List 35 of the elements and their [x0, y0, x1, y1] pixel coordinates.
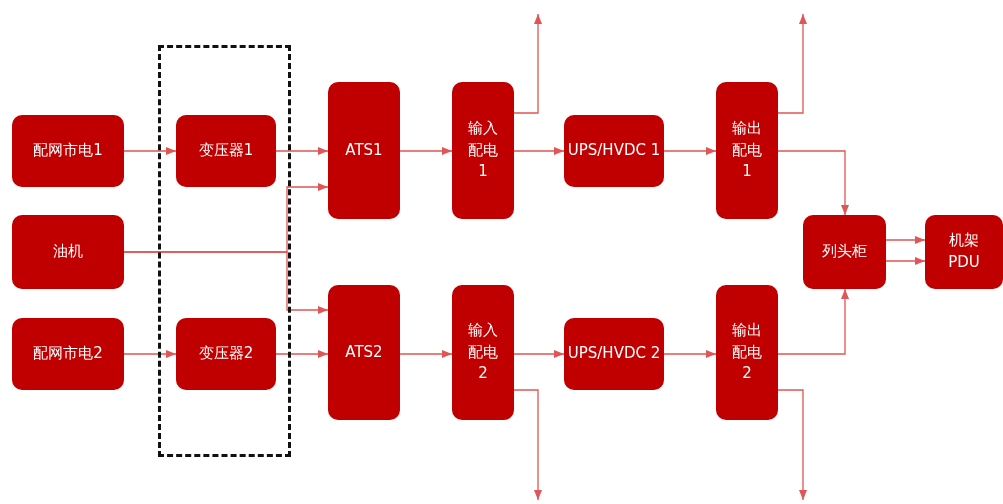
- arrow: [513, 13, 542, 114]
- arrow: [399, 147, 453, 155]
- process-box: 列头柜: [803, 215, 886, 289]
- process-box: 输出配电2: [716, 285, 778, 420]
- arrow: [777, 13, 807, 114]
- arrow: [513, 389, 542, 501]
- dashed-group-frame: [158, 45, 291, 457]
- process-box: 配网市电2: [12, 318, 124, 390]
- arrow: [275, 350, 329, 358]
- arrow: [663, 350, 717, 358]
- arrow: [123, 350, 177, 358]
- arrow: [663, 147, 717, 155]
- process-box: 输入配电2: [452, 285, 514, 420]
- process-box: 变压器2: [176, 318, 276, 390]
- arrow: [777, 288, 849, 355]
- arrow: [123, 251, 329, 314]
- process-box: 变压器1: [176, 115, 276, 187]
- process-box: ATS1: [328, 82, 400, 219]
- arrow: [885, 236, 926, 244]
- arrow: [513, 350, 565, 358]
- arrow: [123, 147, 177, 155]
- process-box: UPS/HVDC 2: [564, 318, 664, 390]
- arrow: [777, 389, 807, 501]
- process-box: 输入配电1: [452, 82, 514, 219]
- arrow: [885, 257, 926, 265]
- process-box: ATS2: [328, 285, 400, 420]
- arrow: [275, 147, 329, 155]
- process-box: 输出配电1: [716, 82, 778, 219]
- arrow: [777, 150, 849, 216]
- process-box: 油机: [12, 215, 124, 289]
- arrow: [399, 350, 453, 358]
- process-box: 机架PDU: [925, 215, 1003, 289]
- arrow: [513, 147, 565, 155]
- process-box: 配网市电1: [12, 115, 124, 187]
- process-box: UPS/HVDC 1: [564, 115, 664, 187]
